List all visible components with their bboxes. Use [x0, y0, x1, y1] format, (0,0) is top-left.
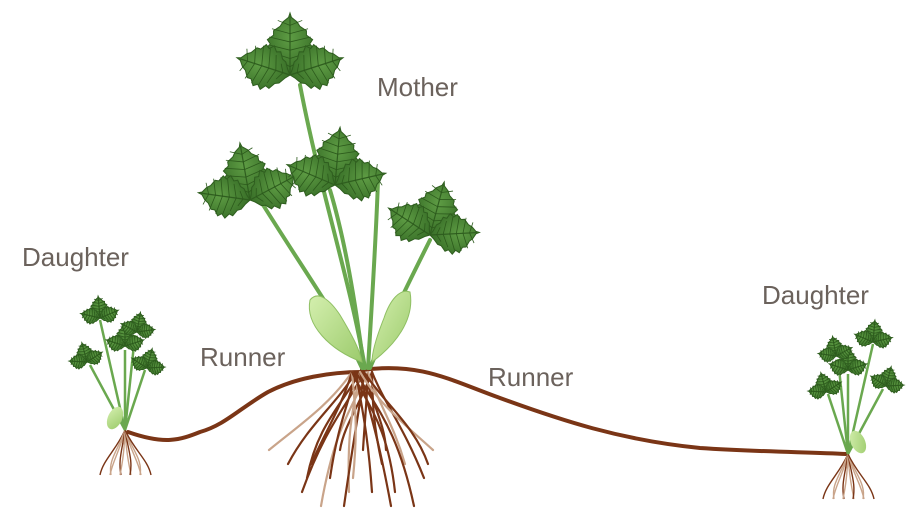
mother-leaf-top — [230, 13, 350, 97]
label-daughter-left: Daughter — [22, 242, 129, 273]
label-mother: Mother — [377, 72, 458, 103]
label-runner-left: Runner — [200, 342, 285, 373]
mother-sheath-right — [372, 291, 411, 362]
daughter-plant-right — [802, 318, 909, 499]
daughter-leaf — [63, 338, 107, 374]
daughter-plant-left — [63, 294, 171, 475]
label-daughter-right: Daughter — [762, 280, 869, 311]
mother-leaf-right — [373, 168, 495, 267]
daughter-leaf — [865, 362, 909, 398]
label-runner-right: Runner — [488, 362, 573, 393]
mother-roots — [269, 372, 433, 506]
runner-right-line — [362, 368, 846, 454]
mother-leaf-left — [185, 133, 309, 230]
